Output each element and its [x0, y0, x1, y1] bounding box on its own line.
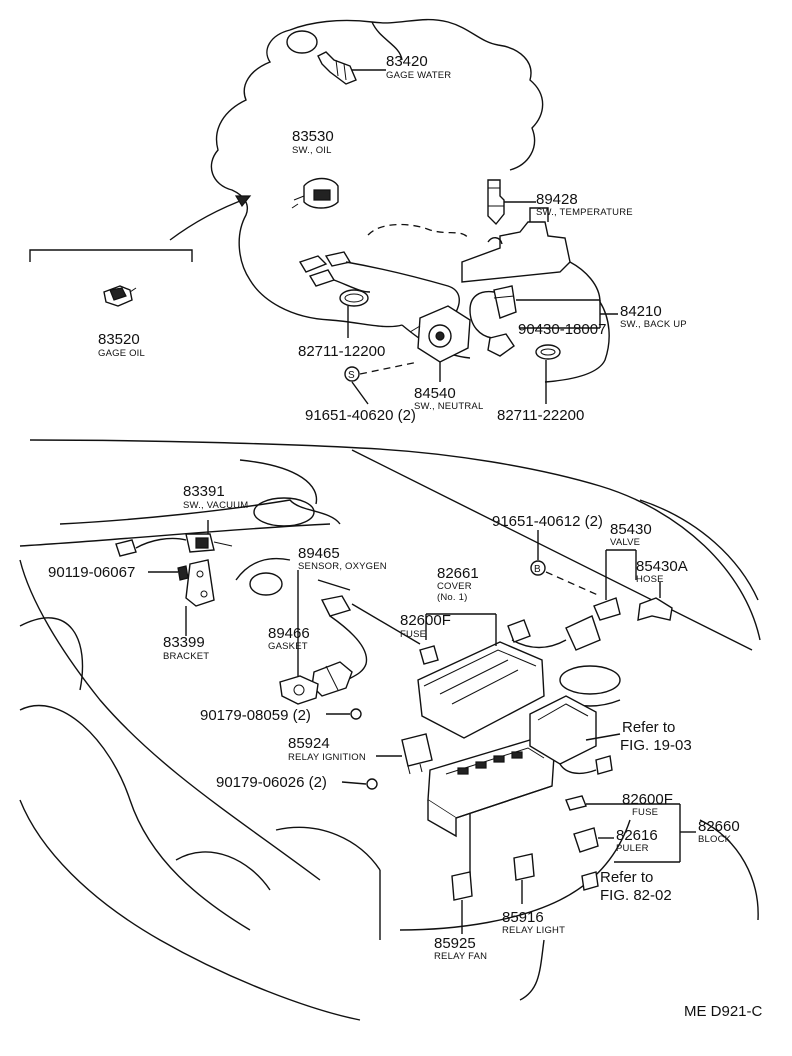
gage-water-sender: [286, 30, 386, 85]
part-number-83399: 83399: [163, 634, 205, 651]
part-number-90179-08059: 90179-08059 (2): [200, 707, 311, 724]
part-desc-83530: SW., OIL: [292, 145, 332, 156]
diagram-code: ME D921-C: [684, 1003, 763, 1020]
part-desc-83420: GAGE WATER: [386, 70, 451, 81]
reference-82-02-line1: Refer to: [600, 869, 653, 886]
part-desc-82616: PULER: [616, 843, 649, 854]
part-number-82616: 82616: [616, 827, 658, 844]
part-number-82600F-lower: 82600F: [622, 791, 673, 808]
block-bracket-lines: [614, 804, 696, 863]
reference-82-02-line2: FIG. 82-02: [600, 887, 672, 904]
engine-bay-outline: [19, 439, 761, 1021]
nut-90179-06026: [341, 778, 378, 790]
pointer-arrow: [29, 195, 252, 262]
part-number-85916: 85916: [502, 909, 544, 926]
part-number-82711-22200: 82711-22200: [497, 407, 584, 424]
part-desc-84540: SW., NEUTRAL: [414, 401, 483, 412]
part-number-85924: 85924: [288, 735, 330, 752]
part-number-82600F-upper: 82600F: [400, 612, 451, 629]
part-desc2-82661: (No. 1): [437, 592, 467, 603]
part-desc-82600F-upper: FUSE: [400, 629, 426, 640]
reference-19-03-line1: Refer to: [622, 719, 675, 736]
gasket-89466: [279, 646, 319, 705]
part-number-85925: 85925: [434, 935, 476, 952]
fuse-cover: [417, 613, 545, 739]
marker-b: B: [530, 530, 601, 597]
part-number-90179-06026: 90179-06026 (2): [216, 774, 327, 791]
part-number-82661: 82661: [437, 565, 479, 582]
fuse-82600F-lower: [565, 795, 680, 811]
relay-light: [513, 853, 535, 904]
marker-s: S: [344, 361, 419, 405]
vacuum-switch: [115, 520, 233, 557]
valve-85430: [507, 549, 637, 651]
part-number-89465: 89465: [298, 545, 340, 562]
part-desc-85924: RELAY IGNITION: [288, 752, 366, 763]
part-desc-89428: SW., TEMPERATURE: [536, 207, 633, 218]
backup-switch: [469, 285, 618, 357]
relay-fan: [451, 871, 473, 934]
part-number-90430: 90430-18007: [518, 321, 606, 338]
part-number-82711-12200: 82711-12200: [298, 343, 385, 360]
wiring-harness-engine: [298, 251, 460, 313]
part-desc-85430A: HOSE: [636, 574, 664, 585]
oxygen-sensor: [235, 557, 421, 697]
part-number-91651-40620: 91651-40620 (2): [305, 407, 416, 424]
relay-box-right: [529, 695, 621, 775]
marker-s-label: S: [348, 370, 355, 381]
part-desc-82661: COVER: [437, 581, 472, 592]
fuse-puller: [573, 827, 614, 853]
engine-outline: [210, 18, 610, 383]
bracket-83399: [148, 559, 215, 636]
gage-oil-sender: [103, 285, 137, 307]
part-number-83420: 83420: [386, 53, 428, 70]
part-number-90119-06067: 90119-06067: [48, 564, 135, 581]
part-desc-89466: GASKET: [268, 641, 308, 652]
part-number-85430: 85430: [610, 521, 652, 538]
temperature-switch: [487, 179, 536, 226]
part-desc-83399: BRACKET: [163, 651, 209, 662]
connector-82-02: [581, 871, 599, 891]
part-number-84540: 84540: [414, 385, 456, 402]
part-desc-84210: SW., BACK UP: [620, 319, 687, 330]
clamp-82711-22200: [535, 344, 561, 404]
labels: 83420 GAGE WATER 83530 SW., OIL 89428 SW…: [48, 53, 763, 1020]
marker-b-label: B: [534, 564, 541, 575]
part-number-84210: 84210: [620, 303, 662, 320]
part-number-83520: 83520: [98, 331, 140, 348]
part-desc-82600F-lower: FUSE: [632, 807, 658, 818]
part-desc-82660: BLOCK: [698, 834, 732, 845]
part-number-82660: 82660: [698, 818, 740, 835]
part-number-89466: 89466: [268, 625, 310, 642]
relay-block: [427, 739, 555, 880]
part-desc-83520: GAGE OIL: [98, 348, 145, 359]
part-desc-83391: SW., VACUUM: [183, 500, 248, 511]
part-number-91651-40612: 91651-40612 (2): [492, 513, 603, 530]
part-desc-85916: RELAY LIGHT: [502, 925, 565, 936]
reference-19-03-line2: FIG. 19-03: [620, 737, 692, 754]
fuse-82600F-upper: [419, 645, 439, 665]
part-number-89428: 89428: [536, 191, 578, 208]
part-desc-89465: SENSOR, OXYGEN: [298, 561, 387, 572]
oil-switch: [291, 177, 339, 209]
nut-90179-08059: [326, 708, 362, 720]
relay-ignition: [376, 733, 433, 775]
part-number-85430A: 85430A: [636, 558, 688, 575]
part-desc-85925: RELAY FAN: [434, 951, 487, 962]
part-number-83391: 83391: [183, 483, 225, 500]
neutral-switch: [409, 305, 471, 382]
hose-85430A: [637, 582, 673, 621]
part-desc-85430: VALVE: [610, 537, 640, 548]
part-number-83530: 83530: [292, 128, 334, 145]
clamp-82711-12200: [339, 289, 369, 338]
